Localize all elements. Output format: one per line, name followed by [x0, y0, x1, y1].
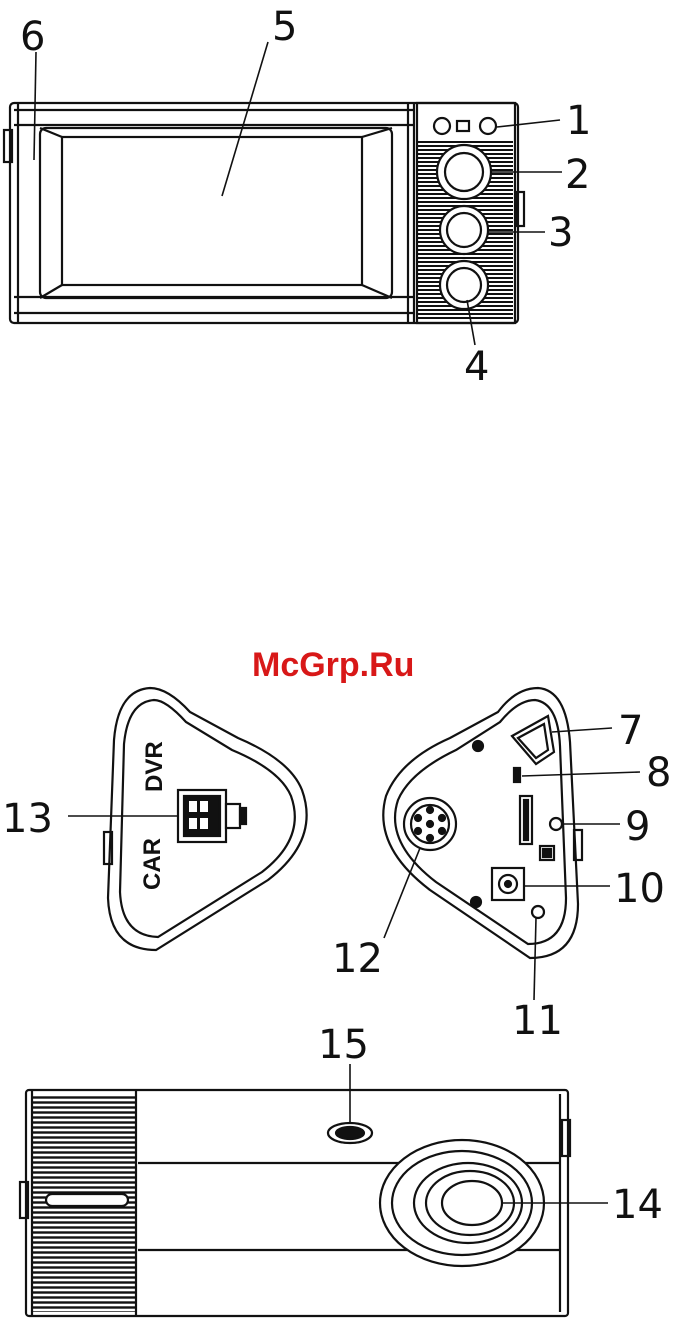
- callout-6: 6: [20, 14, 45, 60]
- callout-3: 3: [548, 210, 573, 256]
- led-left: [434, 118, 450, 134]
- callout-1: 1: [566, 98, 591, 144]
- callout-4: 4: [464, 344, 489, 390]
- leader-11: [534, 918, 536, 1000]
- lcd-screen: [62, 137, 362, 285]
- callout-8: 8: [646, 750, 671, 796]
- leader-6: [34, 52, 36, 160]
- callout-2: 2: [565, 152, 590, 198]
- leader-12: [384, 848, 420, 938]
- side-view-right: [383, 688, 640, 1000]
- led-right: [480, 118, 496, 134]
- watermark: McGrp.Ru: [252, 646, 414, 684]
- callout-11: 11: [512, 998, 563, 1044]
- reset-button: [550, 818, 562, 830]
- leader-7: [552, 728, 612, 732]
- callout-5: 5: [272, 4, 297, 50]
- leader-8: [522, 772, 640, 776]
- charge-led: [532, 906, 544, 918]
- callout-9: 9: [625, 804, 650, 850]
- callout-15: 15: [318, 1022, 369, 1068]
- callout-12: 12: [332, 936, 383, 982]
- microphone: [514, 768, 520, 782]
- callout-10: 10: [614, 866, 665, 912]
- leader-1: [497, 120, 560, 127]
- callout-13: 13: [2, 796, 53, 842]
- side-view-left: [68, 688, 307, 950]
- label-dvr: DVR: [141, 741, 168, 792]
- top-view: [20, 1064, 608, 1316]
- top-slot: [46, 1194, 128, 1206]
- label-car: CAR: [139, 838, 166, 890]
- led-middle: [457, 121, 469, 131]
- callout-7: 7: [618, 708, 643, 754]
- leader-5: [222, 42, 268, 196]
- triangle-button: [512, 716, 554, 764]
- screen-frame: [40, 128, 392, 298]
- front-view: [4, 42, 562, 345]
- callout-14: 14: [612, 1182, 663, 1228]
